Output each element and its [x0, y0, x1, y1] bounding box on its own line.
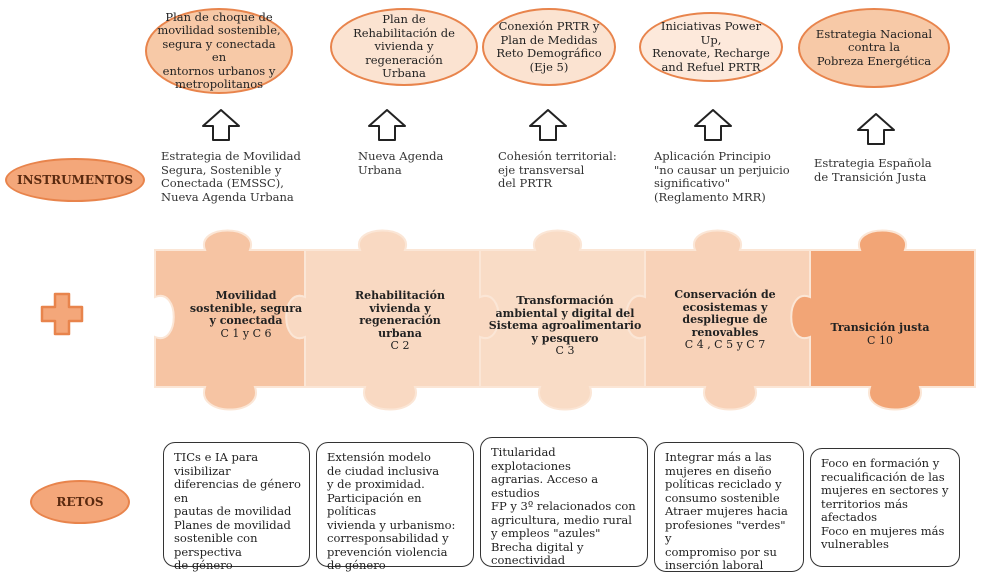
plan-label: Estrategia Nacional contra la Pobreza En… — [815, 26, 933, 68]
puzzle-piece — [479, 229, 646, 411]
plan-label: Plan de choque de movilidad sostenible, … — [157, 9, 281, 91]
up-arrow-icon — [857, 113, 895, 145]
up-arrow-icon — [694, 109, 732, 141]
plus-icon — [40, 292, 84, 336]
reto-box: Titularidad explotaciones agrarias. Acce… — [480, 437, 648, 567]
puzzle-piece — [154, 229, 306, 411]
reto-box: Integrar más a las mujeres en diseño pol… — [654, 442, 804, 572]
up-arrow-icon — [368, 109, 406, 141]
instrumento-text: Estrategia Española de Transición Justa — [814, 156, 932, 184]
reto-box: Extensión modelo de ciudad inclusiva y d… — [316, 442, 474, 572]
area-code: C 1 y C 6 — [220, 326, 272, 340]
area-title: Transición justa — [830, 321, 930, 334]
reto-area-ecosistemas: Conservación de ecosistemas y despliegue… — [660, 288, 790, 352]
plan-ellipse-movilidad: Plan de choque de movilidad sostenible, … — [145, 8, 293, 94]
retos-label: RETOS — [30, 480, 130, 524]
puzzle-piece — [790, 229, 976, 411]
puzzle-piece — [285, 229, 500, 411]
plan-label: Conexión PRTR y Plan de Medidas Reto Dem… — [496, 19, 602, 74]
plan-label: Plan de Rehabilitación de vivienda y reg… — [353, 12, 455, 81]
plan-ellipse-rehabilitacion: Plan de Rehabilitación de vivienda y reg… — [330, 8, 478, 86]
puzzle-strip — [154, 229, 976, 411]
instrumento-text: Aplicación Principio "no causar un perju… — [654, 149, 790, 204]
reto-box: Foco en formación y recualificación de l… — [810, 448, 960, 567]
plan-ellipse-power-up: Iniciativas Power Up, Renovate, Recharge… — [639, 12, 783, 82]
plan-ellipse-reto-demografico: Conexión PRTR y Plan de Medidas Reto Dem… — [482, 8, 616, 86]
area-title: Transformación ambiental y digital del S… — [488, 294, 642, 345]
puzzle-piece — [625, 229, 830, 411]
area-title: Rehabilitación vivienda y regeneración u… — [355, 289, 445, 340]
area-code: C 4 , C 5 y C 7 — [684, 338, 766, 351]
area-code: C 3 — [555, 344, 575, 357]
instrumento-text: Estrategia de Movilidad Segura, Sostenib… — [161, 149, 301, 204]
area-title: Conservación de ecosistemas y despliegue… — [674, 288, 776, 339]
up-arrow-icon — [529, 109, 567, 141]
reto-box: TICs e IA para visibilizar diferencias d… — [163, 442, 310, 572]
area-title: Movilidad sostenible, segura y conectada — [189, 289, 303, 327]
instrumento-text: Cohesión territorial: eje transversal de… — [498, 149, 617, 190]
up-arrow-icon — [202, 109, 240, 141]
plan-label: Iniciativas Power Up, Renovate, Recharge… — [652, 19, 770, 74]
plan-ellipse-pobreza-energetica: Estrategia Nacional contra la Pobreza En… — [798, 8, 950, 88]
instrumentos-label: INSTRUMENTOS — [5, 158, 145, 202]
reto-area-rehabilitacion: Rehabilitación vivienda y regeneración u… — [345, 289, 455, 353]
instrumento-text: Nueva Agenda Urbana — [358, 149, 444, 177]
reto-area-agroalimentario: Transformación ambiental y digital del S… — [485, 294, 645, 358]
reto-area-transicion-justa: Transición justa C 10 — [815, 321, 945, 347]
reto-area-movilidad: Movilidad sostenible, segura y conectada… — [186, 289, 306, 340]
area-code: C 2 — [390, 339, 410, 352]
area-code: C 10 — [867, 333, 893, 347]
